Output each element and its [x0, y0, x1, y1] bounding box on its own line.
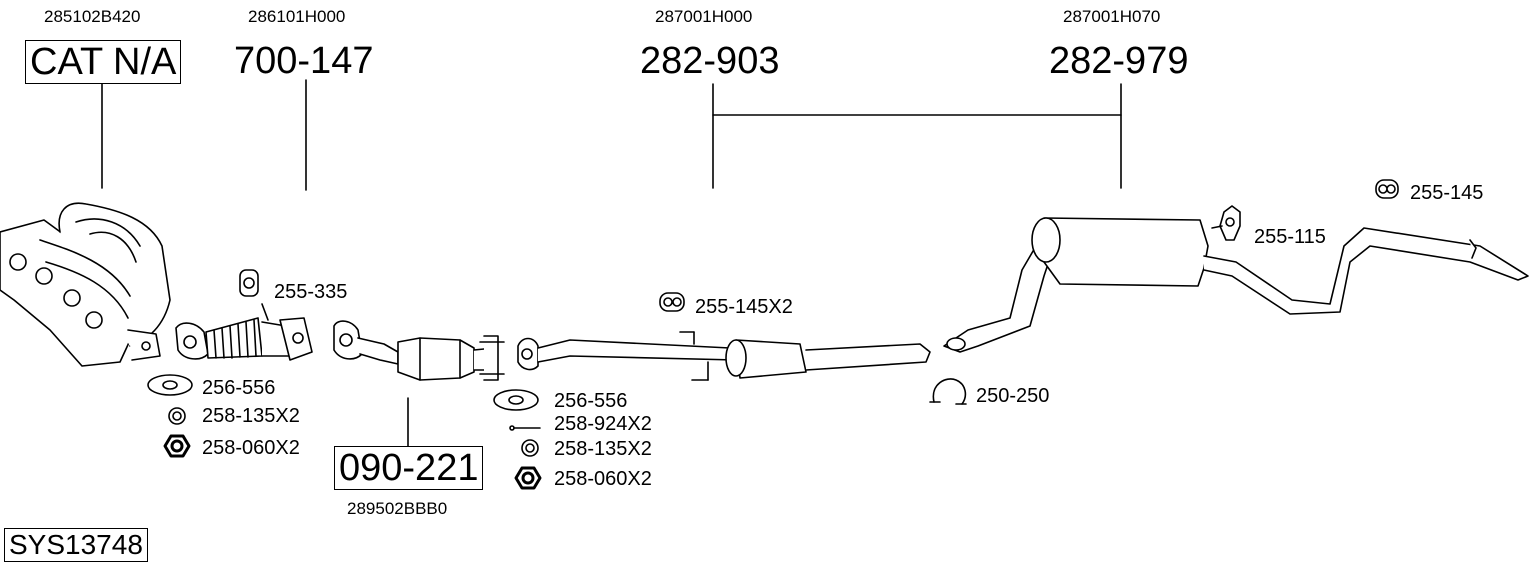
system-code: SYS13748	[4, 528, 148, 562]
bolt-icon	[509, 425, 541, 431]
clamp-icon	[929, 378, 967, 405]
catalytic-converter	[333, 320, 505, 381]
leader-lines	[101, 79, 1122, 447]
rear-muffler	[943, 217, 1529, 353]
nut-part-label: 258-060X2	[202, 437, 300, 459]
intermediate-pipe	[517, 331, 931, 381]
hanger-part-label: 255-145	[1410, 182, 1484, 204]
washer-icon	[168, 407, 539, 457]
exhaust-manifold	[0, 202, 171, 367]
part-number: 282-979	[1049, 40, 1189, 82]
bolt-part-label: 258-924X2	[554, 413, 652, 435]
part-number-box: 090-221	[334, 446, 484, 490]
oem-number: 287001H070	[1063, 7, 1161, 26]
part-number-box: CAT N/A	[25, 40, 182, 84]
oem-number: 289502BBB0	[347, 499, 448, 518]
gasket-icon	[147, 374, 539, 411]
washer-part-label: 258-135X2	[554, 438, 652, 460]
rubber-hanger-icon	[239, 179, 1399, 312]
oem-number: 286101H000	[248, 7, 346, 26]
gasket-part-label: 256-556	[202, 377, 276, 399]
gasket-part-label: 256-556	[554, 390, 628, 412]
front-pipe	[175, 303, 313, 361]
hanger-part-label: 255-145X2	[695, 296, 793, 318]
part-number: 282-903	[640, 40, 780, 82]
washer-part-label: 258-135X2	[202, 405, 300, 427]
clamp-part-label: 250-250	[976, 385, 1050, 407]
oem-number: 285102B420	[44, 7, 141, 26]
part-number: 700-147	[234, 40, 374, 82]
nut-icon	[163, 434, 542, 490]
hanger-part-label: 255-115	[1254, 226, 1326, 248]
nut-part-label: 258-060X2	[554, 468, 652, 490]
hanger-part-label: 255-335	[274, 281, 348, 303]
oem-number: 287001H000	[655, 7, 753, 26]
